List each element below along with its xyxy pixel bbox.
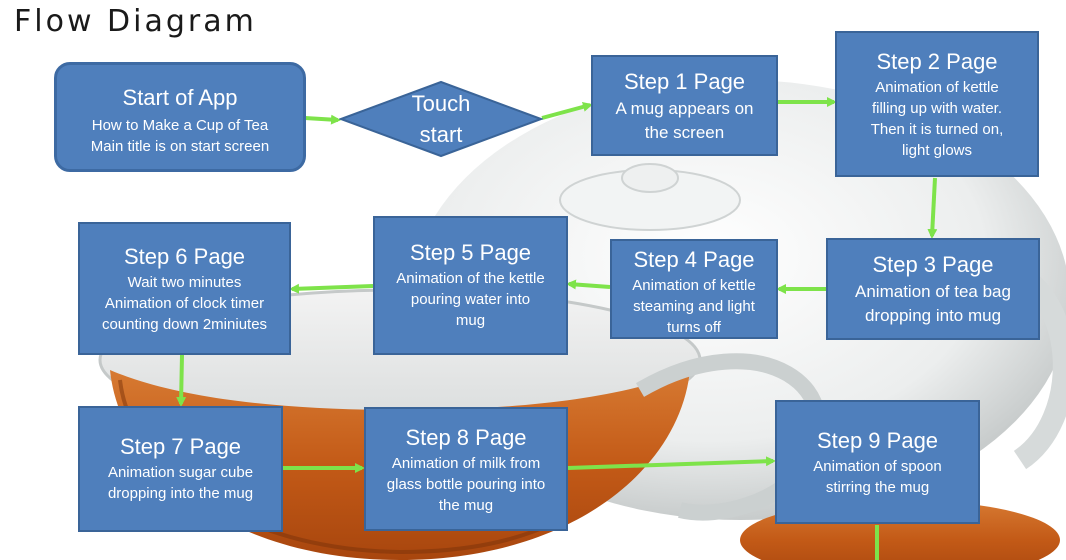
step-3-line-1: Animation of tea bag: [855, 282, 1011, 301]
step-2-line-2: filling up with water.: [871, 100, 1003, 117]
step-6-line-2: Animation of clock timer: [104, 295, 265, 312]
step-4-line-2: steaming and light: [633, 298, 755, 315]
step-7-line-1: Animation sugar cube: [107, 464, 254, 481]
start-of-app-node: Start of App How to Make a Cup of Tea Ma…: [54, 62, 306, 172]
step-6-line-3: counting down 2miniutes: [101, 316, 268, 333]
step-8-node: Step 8 Page Animation of milk from glass…: [364, 407, 568, 531]
step-5-node: Step 5 Page Animation of the kettle pour…: [373, 216, 568, 355]
step-2-line-1: Animation of kettle: [875, 79, 999, 96]
step-4-node: Step 4 Page Animation of kettle steaming…: [610, 239, 778, 339]
step-6-title: Step 6 Page: [123, 244, 246, 269]
step-4-line-3: turns off: [667, 319, 721, 336]
diamond-shape: [339, 80, 543, 158]
step-8-line-2: glass bottle pouring into: [386, 476, 546, 493]
step-6-node: Step 6 Page Wait two minutes Animation o…: [78, 222, 291, 355]
step-9-node: Step 9 Page Animation of spoon stirring …: [775, 400, 980, 524]
touch-start-line-2: start: [419, 122, 463, 147]
step-7-line-2: dropping into the mug: [107, 485, 254, 502]
diagram-title: Flow Diagram: [14, 4, 257, 39]
step-3-node: Step 3 Page Animation of tea bag droppin…: [826, 238, 1040, 340]
start-node-title: Start of App: [122, 85, 238, 110]
step-8-line-1: Animation of milk from: [391, 455, 541, 472]
step-1-title: Step 1 Page: [623, 69, 746, 94]
step-8-title: Step 8 Page: [405, 425, 527, 450]
step-8-line-3: the mug: [438, 497, 494, 514]
step-1-node: Step 1 Page A mug appears on the screen: [591, 55, 778, 156]
step-7-title: Step 7 Page: [119, 434, 242, 459]
step-5-line-1: Animation of the kettle: [396, 270, 545, 287]
step-6-line-1: Wait two minutes: [127, 274, 242, 291]
step-9-line-1: Animation of spoon: [813, 458, 942, 475]
step-2-line-3: Then it is turned on,: [870, 121, 1004, 138]
touch-start-decision: Touch start: [339, 80, 543, 158]
step-1-line-2: the screen: [644, 123, 725, 142]
step-5-title: Step 5 Page: [409, 240, 532, 265]
step-5-line-2: pouring water into: [410, 291, 531, 308]
step-3-title: Step 3 Page: [872, 252, 994, 277]
start-node-line-2: Main title is on start screen: [90, 138, 270, 155]
touch-start-line-1: Touch: [411, 91, 471, 116]
step-1-line-1: A mug appears on: [615, 99, 754, 118]
step-3-line-2: dropping into mug: [864, 306, 1002, 325]
step-2-line-4: light glows: [901, 142, 973, 159]
step-9-title: Step 9 Page: [816, 428, 939, 453]
step-4-line-1: Animation of kettle: [632, 277, 756, 294]
step-4-title: Step 4 Page: [633, 247, 755, 272]
step-2-title: Step 2 Page: [876, 49, 998, 74]
start-node-line-1: How to Make a Cup of Tea: [91, 117, 269, 134]
step-2-node: Step 2 Page Animation of kettle filling …: [835, 31, 1039, 177]
step-7-node: Step 7 Page Animation sugar cube droppin…: [78, 406, 283, 532]
step-9-line-2: stirring the mug: [825, 479, 930, 496]
step-5-line-3: mug: [455, 312, 486, 329]
